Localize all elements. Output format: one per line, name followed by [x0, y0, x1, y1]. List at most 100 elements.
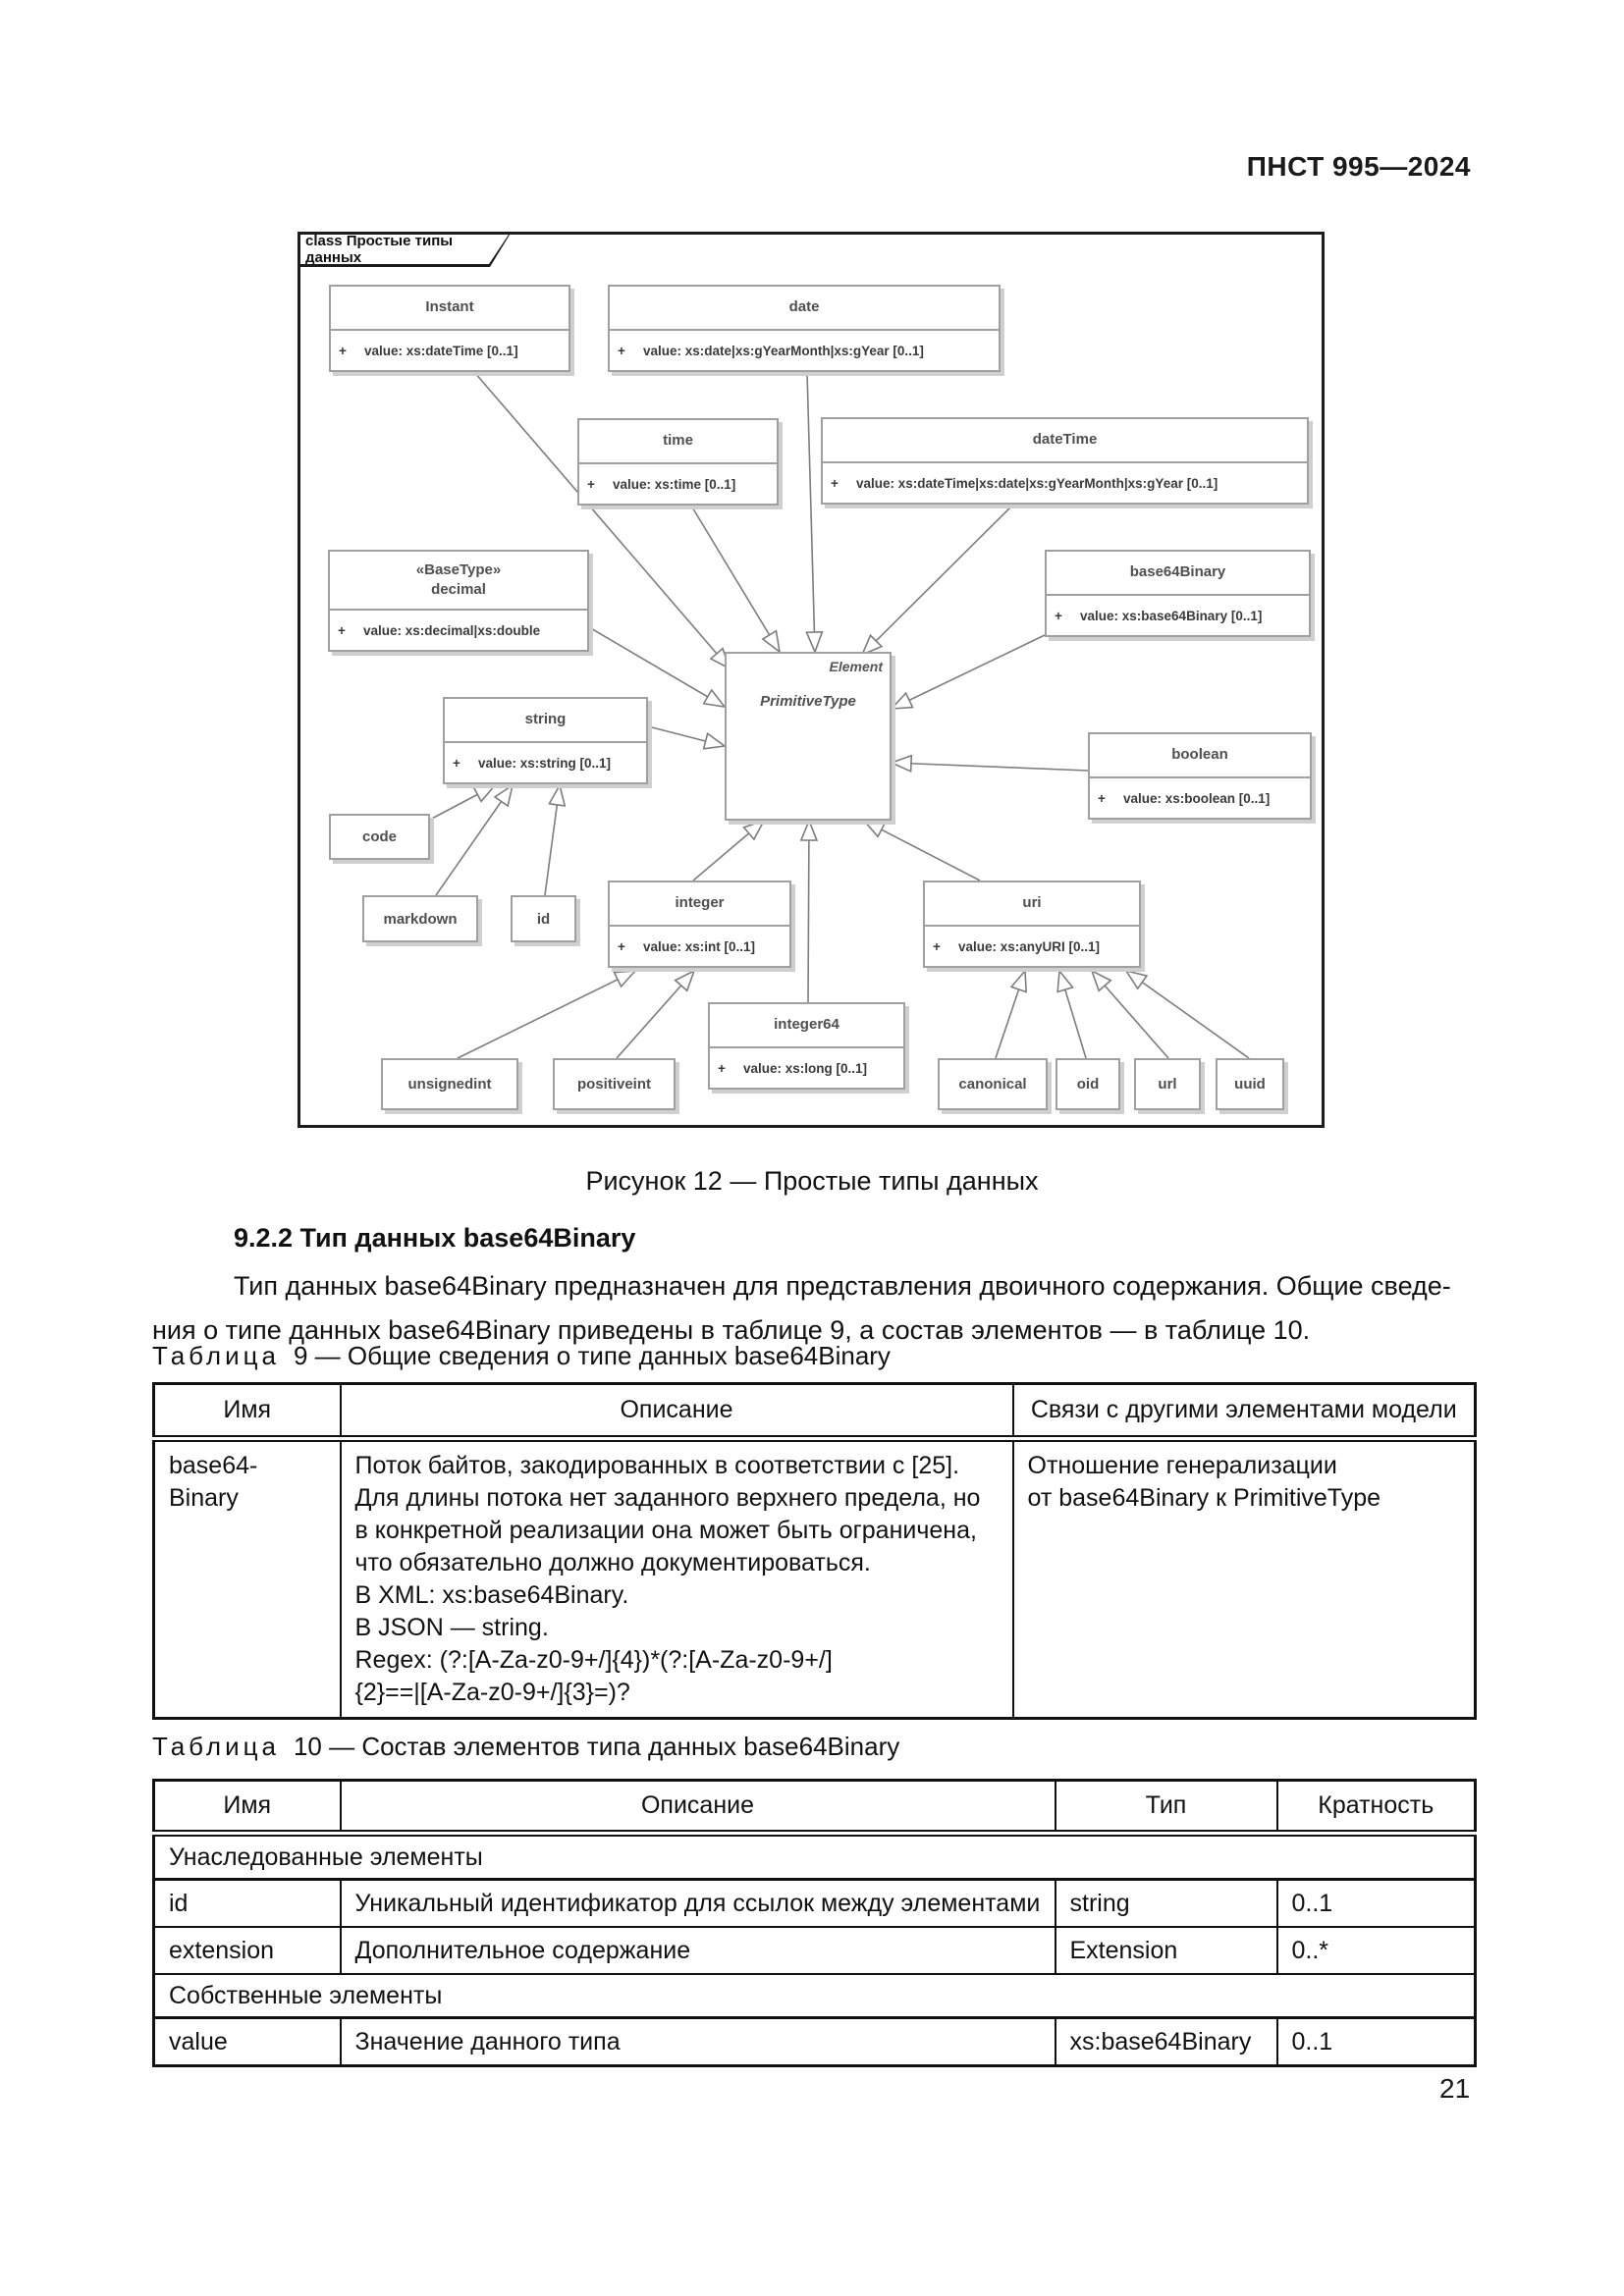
table9-label-title: 9 — Общие сведения о типе данных base64B… [293, 1341, 891, 1370]
table10-cell-description: Уникальный идентификатор для ссылок межд… [339, 1878, 1056, 1928]
table10-cell-cardinality: 0..* [1275, 1926, 1477, 1975]
table9-header-relations: Связи с другими элементами модели [1011, 1382, 1477, 1442]
class-string-name: string [524, 711, 567, 728]
class-uri-name: uri [1022, 894, 1042, 912]
class-id-name: id [536, 910, 551, 928]
visibility-marker: + [339, 343, 347, 358]
visibility-marker: + [618, 938, 625, 954]
table10-cell-name: extension [152, 1926, 342, 1975]
class-string: string +value: xs:string [0..1] [443, 697, 648, 784]
class-canonical: canonical [938, 1058, 1048, 1110]
section-heading: 9.2.2 Тип данных base64Binary [234, 1223, 636, 1253]
class-base64binary-attr: +value: xs:base64Binary [0..1] [1047, 594, 1309, 635]
page-number: 21 [1439, 2073, 1471, 2104]
class-string-attr: +value: xs:string [0..1] [445, 741, 646, 782]
class-unsignedint: unsignedint [381, 1058, 518, 1110]
table10-header-description: Описание [339, 1779, 1056, 1837]
table9-header-name: Имя [152, 1382, 342, 1442]
table9-cell-description: Поток байтов, закодированных в соответст… [339, 1437, 1014, 1720]
class-url: url [1134, 1058, 1201, 1110]
table10-cell-description: Значение данного типа [339, 2016, 1056, 2067]
table10-group-own: Собственные элементы [152, 1973, 1477, 2019]
class-uri: uri +value: xs:anyURI [0..1] [923, 881, 1141, 968]
visibility-marker: + [933, 938, 941, 954]
class-primitivetype-name: PrimitiveType [760, 693, 856, 710]
table10-header-cardinality: Кратность [1275, 1779, 1477, 1837]
visibility-marker: + [453, 755, 460, 771]
table10-cell-description: Дополнительное содержание [339, 1926, 1056, 1975]
visibility-marker: + [618, 343, 625, 358]
class-datetime: dateTime +value: xs:dateTime|xs:date|xs:… [821, 417, 1309, 505]
table9-label-word: Таблица [152, 1341, 280, 1370]
class-time: time +value: xs:time [0..1] [577, 418, 779, 506]
class-primitivetype-parent: Element [829, 659, 883, 674]
class-oid-name: oid [1076, 1076, 1100, 1093]
table10-group-label: Собственные элементы [152, 1973, 1477, 2019]
body-paragraph: Тип данных base64Binary предназначен для… [152, 1271, 1451, 1345]
class-decimal-name: «BaseType» decimal [415, 561, 502, 598]
visibility-marker: + [1098, 790, 1106, 806]
class-integer-attr: +value: xs:int [0..1] [610, 925, 789, 966]
class-integer64-attr: +value: xs:long [0..1] [710, 1046, 903, 1088]
figure-caption: Рисунок 12 — Простые типы данных [585, 1166, 1039, 1196]
class-instant: Instant +value: xs:dateTime [0..1] [329, 285, 570, 372]
class-instant-attr: +value: xs:dateTime [0..1] [331, 329, 568, 370]
table10-header-row: Имя Описание Тип Кратность [152, 1779, 1477, 1837]
table10: Имя Описание Тип Кратность Унаследованны… [152, 1779, 1477, 2067]
standard-code: ПНСТ 995—2024 [1246, 151, 1471, 182]
table10-group-label: Унаследованные элементы [152, 1832, 1477, 1881]
table9-header-description: Описание [339, 1382, 1014, 1442]
class-date-name: date [788, 298, 820, 316]
uml-diagram-frame: class Простые типы данных [298, 232, 1325, 1128]
class-base64binary: base64Binary +value: xs:base64Binary [0.… [1045, 550, 1311, 637]
class-base64binary-name: base64Binary [1129, 563, 1226, 581]
table10-cell-type: string [1054, 1878, 1278, 1928]
table10-label-word: Таблица [152, 1732, 280, 1761]
table10-label-title: 10 — Состав элементов типа данных base64… [293, 1732, 900, 1761]
class-integer64: integer64 +value: xs:long [0..1] [708, 1002, 905, 1090]
table-row: extension Дополнительное содержание Exte… [152, 1926, 1477, 1975]
class-date-attr: +value: xs:date|xs:gYearMonth|xs:gYear [… [610, 329, 999, 370]
class-time-name: time [663, 432, 693, 450]
visibility-marker: + [338, 622, 346, 638]
class-boolean-attr: +value: xs:boolean [0..1] [1090, 776, 1310, 818]
table9-cell-name: base64- Binary [152, 1437, 342, 1720]
generalization-edges [425, 371, 1250, 1059]
class-positiveint: positiveint [553, 1058, 676, 1110]
class-decimal: «BaseType» decimal +value: xs:decimal|xs… [328, 550, 589, 652]
visibility-marker: + [831, 475, 839, 491]
visibility-marker: + [587, 476, 595, 492]
class-uuid: uuid [1216, 1058, 1284, 1110]
table10-label: Таблица 10 — Состав элементов типа данных… [152, 1732, 899, 1762]
class-code-name: code [361, 828, 397, 845]
class-instant-name: Instant [425, 298, 474, 316]
class-positiveint-name: positiveint [576, 1076, 651, 1093]
class-markdown: markdown [362, 895, 478, 942]
table10-cell-name: id [152, 1878, 342, 1928]
visibility-marker: + [1055, 608, 1062, 623]
class-markdown-name: markdown [383, 910, 458, 928]
class-code: code [329, 814, 430, 860]
class-time-attr: +value: xs:time [0..1] [579, 462, 777, 504]
table9-header-row: Имя Описание Связи с другими элементами … [152, 1382, 1477, 1442]
class-boolean: boolean +value: xs:boolean [0..1] [1088, 732, 1312, 820]
class-uri-attr: +value: xs:anyURI [0..1] [925, 925, 1139, 966]
table10-cell-cardinality: 0..1 [1275, 2016, 1477, 2067]
table10-cell-cardinality: 0..1 [1275, 1878, 1477, 1928]
table-row: value Значение данного типа xs:base64Bin… [152, 2016, 1477, 2067]
table9-label: Таблица 9 — Общие сведения о типе данных … [152, 1341, 891, 1371]
table10-cell-type: Extension [1054, 1926, 1278, 1975]
class-url-name: url [1158, 1076, 1177, 1093]
table10-header-name: Имя [152, 1779, 342, 1837]
class-integer-name: integer [675, 894, 725, 912]
class-integer64-name: integer64 [774, 1016, 839, 1034]
class-boolean-name: boolean [1171, 746, 1228, 764]
class-id: id [511, 895, 576, 942]
class-decimal-attr: +value: xs:decimal|xs:double [330, 609, 587, 650]
diagram-frame-tab-label: class Простые типы данных [300, 235, 509, 264]
class-canonical-name: canonical [958, 1076, 1027, 1093]
class-uuid-name: uuid [1234, 1076, 1266, 1093]
class-datetime-name: dateTime [1032, 431, 1098, 449]
table10-cell-name: value [152, 2016, 342, 2067]
